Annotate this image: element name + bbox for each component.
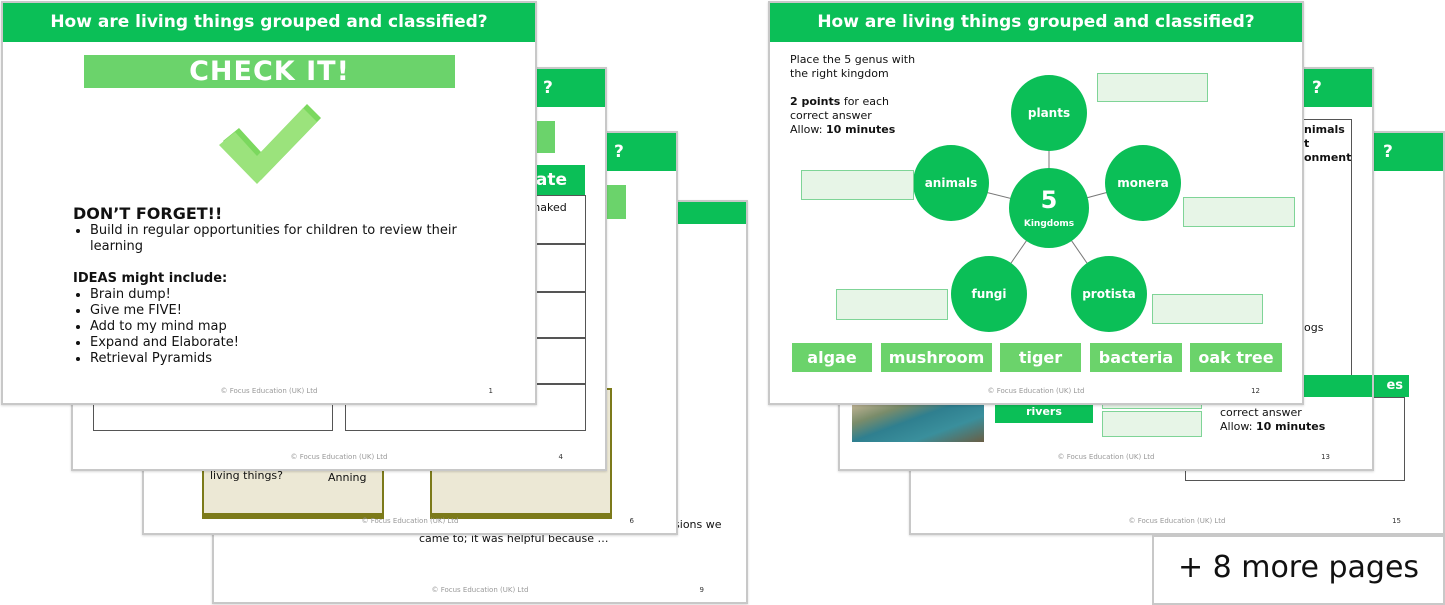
idea-item: Add to my mind map — [90, 319, 239, 335]
slide-page-1: How are living things grouped and classi… — [1, 1, 537, 405]
slide-title: How are living things grouped and classi… — [3, 3, 535, 42]
rivers-label: rivers — [995, 401, 1093, 423]
slide-title: How are living things grouped and classi… — [770, 3, 1302, 42]
allow-value: 10 minutes — [825, 123, 896, 136]
kingdom-label: animals — [924, 176, 978, 190]
word-card[interactable]: tiger — [1000, 343, 1081, 372]
slide-title-fragment: ? — [1383, 142, 1393, 162]
kingdom-circle-animals: animals — [913, 145, 989, 221]
slide-text: lusions we — [664, 518, 722, 531]
slide-footer: © Focus Education (UK) Ltd — [290, 453, 388, 461]
points-rest: for each correct answer — [790, 95, 889, 122]
answer-box-animals[interactable] — [801, 170, 914, 200]
slide-text: came to; it was helpful because … — [419, 532, 609, 545]
kingdom-circle-plants: plants — [1011, 75, 1087, 151]
points-text: 2 points for each correct answer — [790, 95, 910, 123]
slide-title-bar: ? — [533, 69, 605, 107]
reminder-item: Build in regular opportunities for child… — [90, 223, 490, 255]
kingdom-circle-monera: monera — [1105, 145, 1181, 221]
slide-title-bar: ? — [604, 133, 676, 171]
allow-label: Allow: — [1220, 420, 1256, 433]
slide-title-fragment: ? — [614, 142, 624, 162]
center-number: 5 — [1040, 186, 1058, 214]
word-card[interactable]: bacteria — [1090, 343, 1182, 372]
slide-title-bar: ? — [1373, 133, 1443, 171]
coastline-photo — [852, 402, 984, 442]
allow-time: Allow: 10 minutes — [1220, 420, 1325, 433]
slide-title-fragment: ? — [543, 78, 553, 98]
kingdom-circle-fungi: fungi — [951, 256, 1027, 332]
slide-footer: © Focus Education (UK) Ltd — [431, 586, 529, 594]
ideas-list: Brain dump! Give me FIVE! Add to my mind… — [73, 287, 239, 367]
table-text: t — [1304, 137, 1310, 150]
table-text: ogs — [1304, 321, 1324, 334]
page-number: 9 — [699, 586, 704, 594]
green-banner — [533, 121, 555, 153]
answer-box-fungi[interactable] — [836, 289, 948, 320]
word-card[interactable]: mushroom — [881, 343, 992, 372]
allow-label: Allow: — [790, 123, 826, 136]
center-kingdoms-circle: 5 Kingdoms — [1009, 168, 1089, 248]
word-card[interactable]: oak tree — [1190, 343, 1282, 372]
answer-box-protista[interactable] — [1152, 294, 1263, 324]
dont-forget-heading: DON’T FORGET!! — [73, 204, 223, 223]
scoring-text: correct answer — [1220, 406, 1302, 419]
slide-footer: © Focus Education (UK) Ltd — [987, 387, 1085, 395]
slide-footer: © Focus Education (UK) Ltd — [1057, 453, 1155, 461]
idea-item: Brain dump! — [90, 287, 239, 303]
kingdom-label: monera — [1117, 176, 1169, 190]
slide-title-fragment: ? — [1312, 78, 1322, 98]
book-text: living things? — [210, 469, 283, 482]
center-label: Kingdoms — [1023, 219, 1075, 229]
ideas-heading: IDEAS might include: — [73, 271, 228, 286]
page-number: 15 — [1392, 517, 1401, 525]
reminder-list: Build in regular opportunities for child… — [73, 223, 490, 255]
kingdom-label: protista — [1082, 287, 1136, 301]
idea-item: Give me FIVE! — [90, 303, 239, 319]
kingdom-circle-protista: protista — [1071, 256, 1147, 332]
page-number: 13 — [1321, 453, 1330, 461]
kingdom-label: plants — [1027, 106, 1071, 120]
table-header — [1302, 375, 1372, 397]
instruction-text: Place the 5 genus with the right kingdom — [790, 53, 916, 80]
table-header-label: es — [1386, 378, 1403, 393]
slide-title-bar: ? — [1302, 69, 1372, 107]
more-pages-label: + 8 more pages — [1152, 535, 1445, 605]
green-banner — [604, 185, 626, 219]
idea-item: Expand and Elaborate! — [90, 335, 239, 351]
word-card[interactable]: algae — [792, 343, 872, 372]
allow-time: Allow: 10 minutes — [790, 123, 895, 137]
slide-footer: © Focus Education (UK) Ltd — [220, 387, 318, 395]
checkmark-icon — [219, 104, 321, 184]
answer-box-plants[interactable] — [1097, 73, 1208, 102]
slide-footer: © Focus Education (UK) Ltd — [361, 517, 459, 525]
kingdom-label: fungi — [971, 287, 1007, 301]
allow-value: 10 minutes — [1255, 420, 1326, 433]
page-number: 4 — [558, 453, 563, 461]
answer-box[interactable] — [1102, 411, 1202, 437]
answer-box-monera[interactable] — [1183, 197, 1295, 227]
page-number: 1 — [488, 387, 493, 395]
slide-footer: © Focus Education (UK) Ltd — [1128, 517, 1226, 525]
check-it-banner: CHECK IT! — [84, 55, 455, 88]
table-text: onment — [1304, 151, 1352, 164]
slide-page-12: How are living things grouped and classi… — [768, 1, 1304, 405]
points-bold: 2 points — [790, 95, 841, 108]
idea-item: Retrieval Pyramids — [90, 351, 239, 367]
table-header-label: rate — [527, 170, 567, 190]
page-number: 6 — [629, 517, 634, 525]
page-number: 12 — [1251, 387, 1260, 395]
table-text: nimals — [1304, 123, 1345, 136]
